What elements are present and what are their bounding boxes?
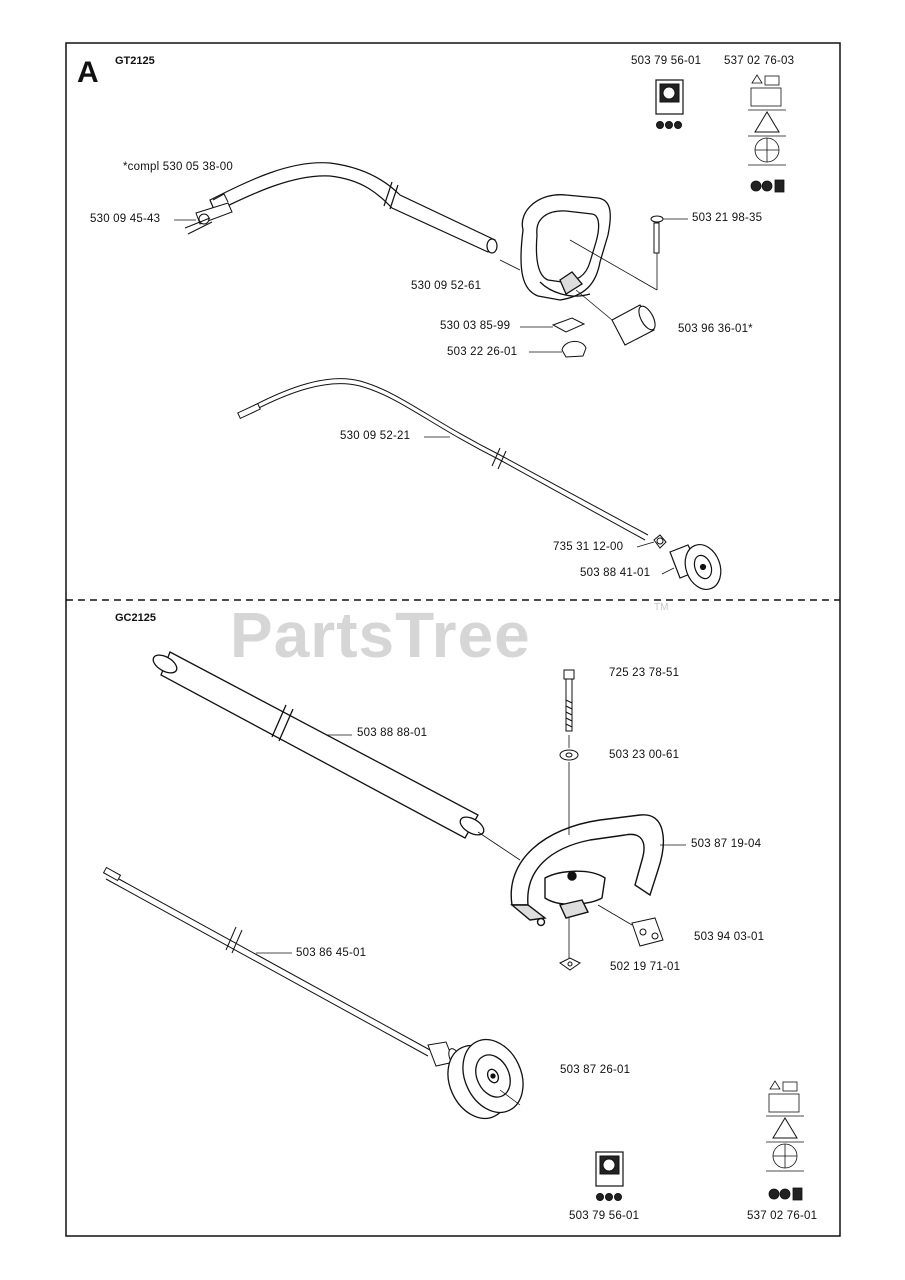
bolt-icon xyxy=(563,669,575,732)
diagram-frame xyxy=(65,42,841,1237)
drum-icon xyxy=(447,1038,524,1120)
part-label-drum: 503 87 26-01 xyxy=(560,1064,631,1076)
part-label-decal-b: 537 02 76-03 xyxy=(724,55,795,67)
part-label-throttle: 530 09 45-43 xyxy=(90,213,161,225)
part-label-decal-b: 537 02 76-01 xyxy=(747,1210,818,1222)
upper-drive-shaft-icon xyxy=(237,378,649,541)
decal-icon xyxy=(655,79,684,129)
leader-lines-top xyxy=(174,218,688,575)
warning-decal-icon xyxy=(748,74,786,193)
tube-icon xyxy=(152,651,485,839)
trademark: TM xyxy=(654,602,669,613)
part-label-handle: 503 87 19-04 xyxy=(691,838,762,850)
part-label-washer: 503 23 00-61 xyxy=(609,749,680,761)
throttle-icon xyxy=(184,193,233,235)
bracket-icon xyxy=(551,317,586,333)
washer-icon xyxy=(559,749,579,761)
watermark: PartsTree xyxy=(230,599,531,671)
warning-decal-icon xyxy=(766,1080,804,1201)
part-label-decal-a: 503 79 56-01 xyxy=(631,55,702,67)
part-label-tube: 503 88 88-01 xyxy=(357,727,428,739)
part-label-bracket: 503 94 03-01 xyxy=(694,931,765,943)
spacer-icon xyxy=(611,304,656,346)
loop-handle-icon xyxy=(510,814,664,927)
leader-lines-bottom xyxy=(256,734,686,1106)
clamp-icon xyxy=(561,341,587,358)
upper-shaft-icon xyxy=(209,162,498,254)
part-label-clamp: 503 22 26-01 xyxy=(447,346,518,358)
part-label-shaft-compl: *compl 530 05 38-00 xyxy=(123,161,233,173)
assembly-lines xyxy=(477,735,633,958)
nut-icon xyxy=(559,957,581,971)
part-label-drive-shaft: 530 09 52-21 xyxy=(340,430,411,442)
part-label-spring: 735 31 12-00 xyxy=(553,541,624,553)
decal-icon xyxy=(595,1151,624,1201)
part-label-screw: 503 21 98-35 xyxy=(692,212,763,224)
model-label-top: GT2125 xyxy=(115,55,155,67)
spring-icon xyxy=(653,534,667,549)
lower-drive-shaft-icon xyxy=(102,866,462,1068)
part-label-nut: 502 19 71-01 xyxy=(610,961,681,973)
drum-icon xyxy=(669,544,722,590)
part-label-handle: 530 09 52-61 xyxy=(411,280,482,292)
part-label-spacer: 503 96 36-01* xyxy=(678,323,753,335)
part-label-decal-a: 503 79 56-01 xyxy=(569,1210,640,1222)
section-letter: A xyxy=(77,56,99,89)
model-label-bottom: GC2125 xyxy=(115,612,156,624)
part-label-bolt: 725 23 78-51 xyxy=(609,667,680,679)
loop-handle-icon xyxy=(520,194,611,301)
bracket-icon xyxy=(631,917,664,947)
screw-icon xyxy=(650,215,664,254)
assembly-lines xyxy=(499,239,658,321)
part-label-drum: 503 88 41-01 xyxy=(580,567,651,579)
part-label-drive-shaft: 503 86 45-01 xyxy=(296,947,367,959)
part-label-bracket: 530 03 85-99 xyxy=(440,320,511,332)
